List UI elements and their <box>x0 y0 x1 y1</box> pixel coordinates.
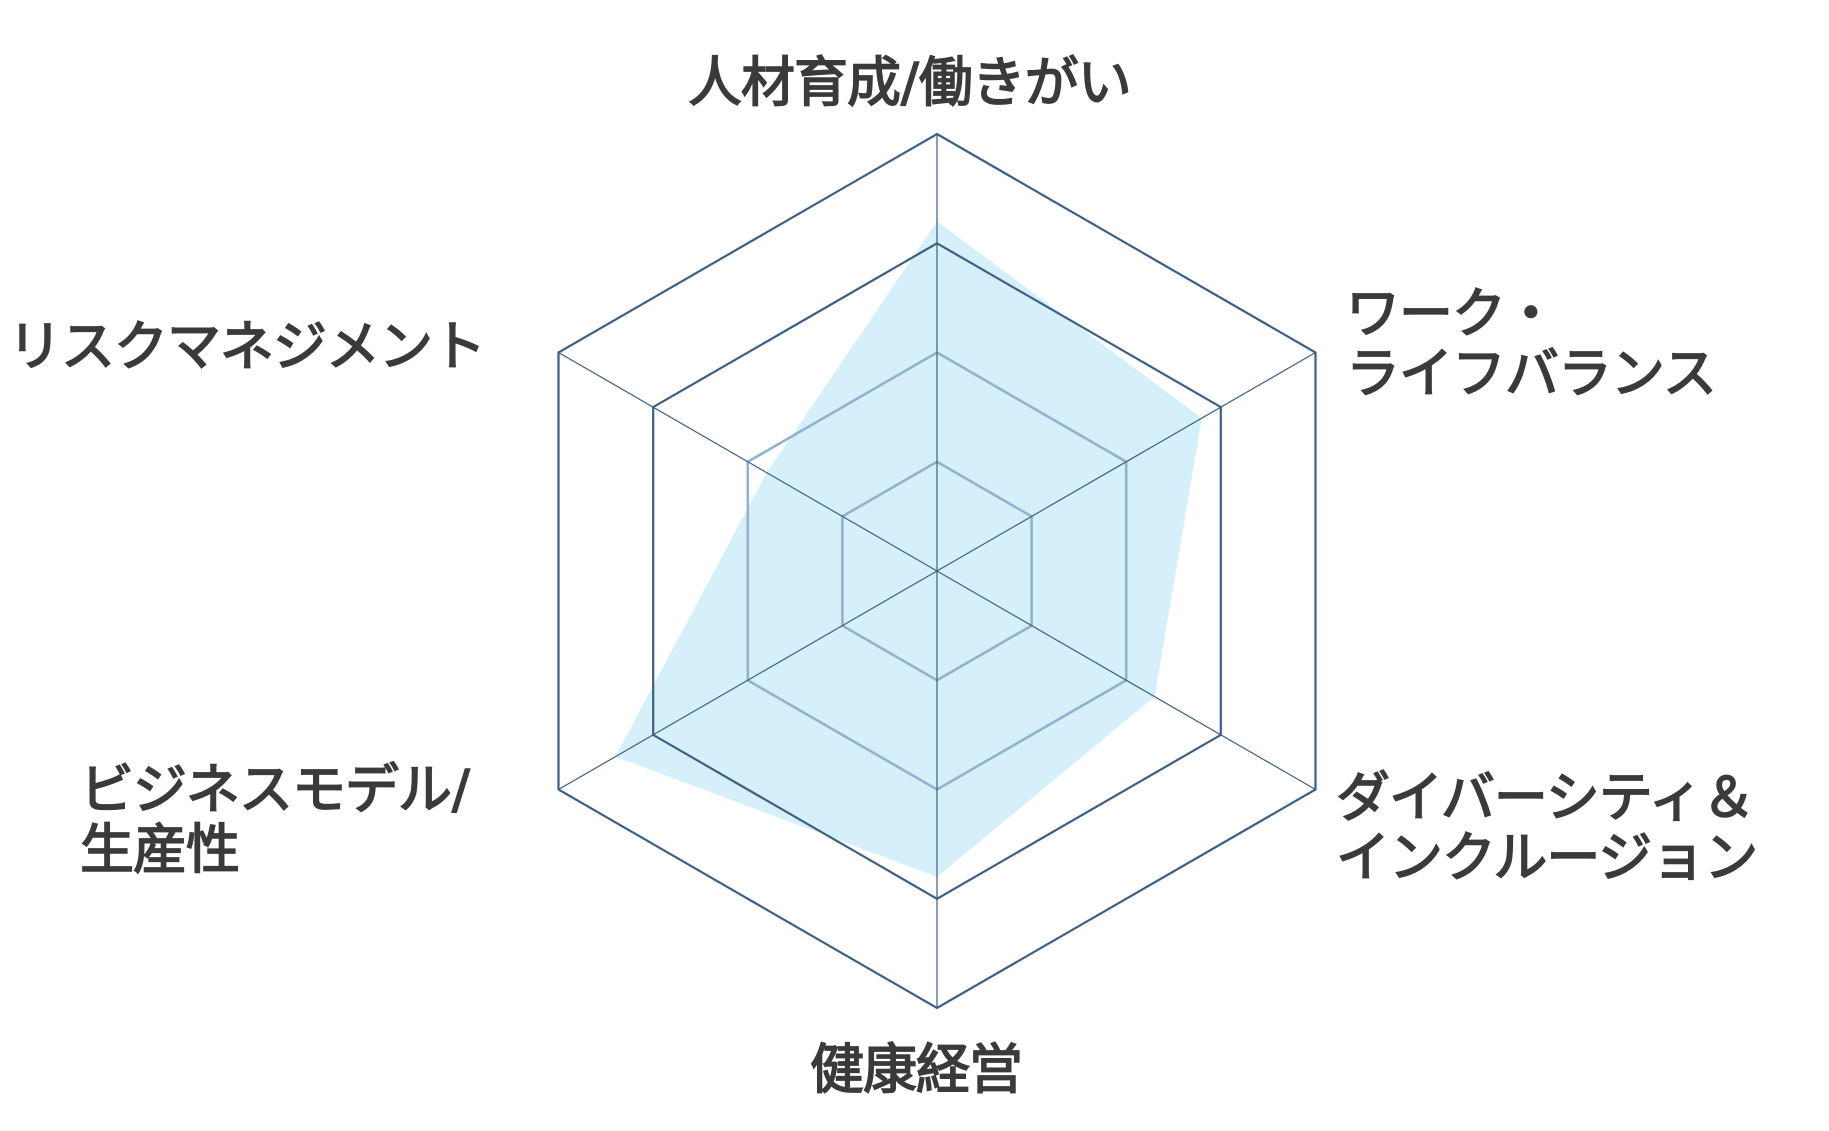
axis-spoke-6 <box>558 351 938 572</box>
axis-label-diversity: ダイバーシティ＆ インクルージョン <box>1336 766 1758 889</box>
axis-spoke-3 <box>936 570 1316 791</box>
data-area <box>615 221 1202 877</box>
axis-label-work-life: ワーク・ ライフバランス <box>1346 282 1717 405</box>
axis-label-risk: リスクマネジメント <box>8 315 486 378</box>
axis-label-jinzai: 人材育成/働きがい <box>688 51 1132 114</box>
axis-label-business-model: ビジネスモデル/ 生産性 <box>80 758 471 881</box>
axis-spoke-2 <box>936 351 1316 572</box>
axis-label-health: 健康経営 <box>810 1038 1023 1101</box>
axis-spoke-5 <box>558 570 938 791</box>
